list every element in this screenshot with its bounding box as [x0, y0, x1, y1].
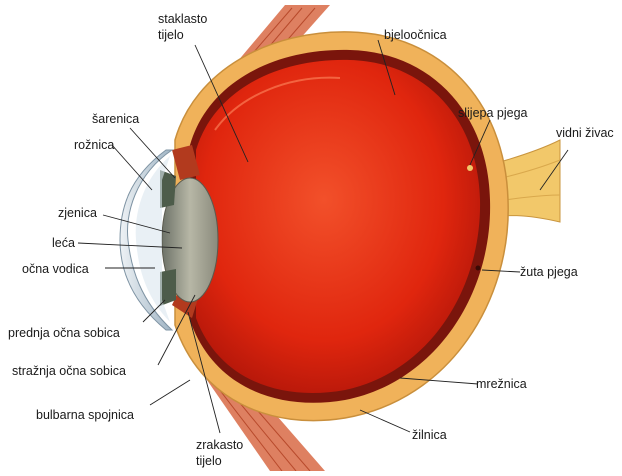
label-ocna-vodica: očna vodica [22, 262, 89, 276]
iris-lower [160, 269, 176, 306]
label-staklasto: staklasto [158, 12, 207, 26]
label-zjenica: zjenica [58, 206, 97, 220]
label-mreznica: mrežnica [476, 377, 527, 391]
label-zilnica: žilnica [412, 428, 447, 442]
label-straznja-ocna-sobica: stražnja očna sobica [12, 364, 126, 378]
label-vidni-zivac: vidni živac [556, 126, 614, 140]
label-roznica: rožnica [74, 138, 114, 152]
label-prednja-ocna-sobica: prednja očna sobica [8, 326, 120, 340]
label-bulbarna-spojnica: bulbarna spojnica [36, 408, 134, 422]
label-slijepa-pjega: slijepa pjega [458, 106, 528, 120]
label-tijelo-top: tijelo [158, 28, 184, 42]
label-zrakasto: zrakasto [196, 438, 243, 452]
label-tijelo-bottom: tijelo [196, 454, 222, 468]
label-zuta-pjega: žuta pjega [520, 265, 578, 279]
yellow-spot-mark [476, 266, 481, 271]
label-bjeloocnica: bjeloočnica [384, 28, 447, 42]
blind-spot-mark [467, 165, 473, 171]
label-leca: leća [52, 236, 75, 250]
label-sarenica: šarenica [92, 112, 139, 126]
